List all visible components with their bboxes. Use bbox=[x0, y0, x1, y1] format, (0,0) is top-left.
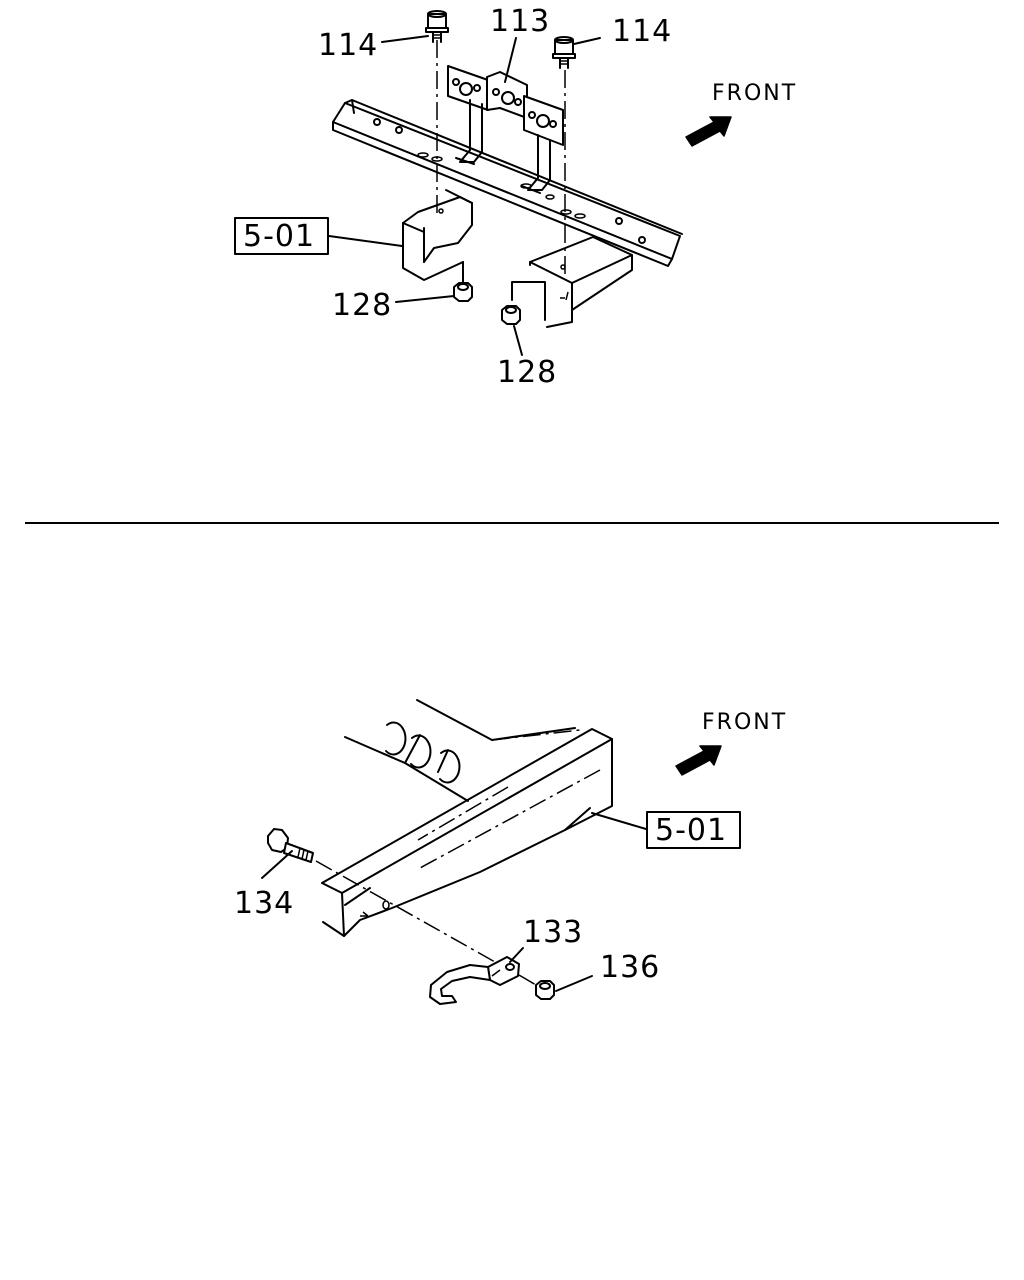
frame-channel-right bbox=[511, 236, 633, 328]
bolt-icon bbox=[267, 828, 314, 863]
front-arrow-icon bbox=[675, 745, 722, 776]
label-front-lower: FRONT bbox=[702, 710, 787, 735]
label-114-left: 114 bbox=[318, 28, 378, 63]
frame-channel-left bbox=[402, 189, 473, 286]
bolt-icon bbox=[552, 36, 576, 69]
bolt-icon bbox=[425, 10, 449, 43]
label-ref-5-01-lower: 5-01 bbox=[655, 813, 727, 848]
nut-icon bbox=[453, 282, 473, 302]
label-128-right: 128 bbox=[497, 355, 557, 390]
label-128-left: 128 bbox=[332, 288, 392, 323]
label-113: 113 bbox=[490, 4, 550, 39]
nut-icon bbox=[501, 305, 521, 325]
label-ref-5-01-upper: 5-01 bbox=[243, 219, 315, 254]
mounting-bracket bbox=[447, 65, 564, 194]
label-133: 133 bbox=[523, 915, 583, 950]
label-front-upper: FRONT bbox=[712, 81, 797, 106]
tow-hook-icon bbox=[429, 956, 520, 1005]
cross-member-beam bbox=[321, 728, 613, 937]
front-arrow-icon bbox=[685, 116, 732, 147]
lower-diagram: 134 133 136 5-01 FRONT bbox=[234, 699, 787, 1005]
label-114-right: 114 bbox=[612, 14, 672, 49]
label-134: 134 bbox=[234, 886, 294, 921]
cross-member-rail bbox=[332, 99, 683, 267]
upper-diagram: 113 114 114 128 128 5-01 FRONT bbox=[234, 4, 797, 390]
side-member bbox=[344, 699, 581, 802]
nut-icon bbox=[535, 980, 555, 1000]
label-136: 136 bbox=[600, 950, 660, 985]
